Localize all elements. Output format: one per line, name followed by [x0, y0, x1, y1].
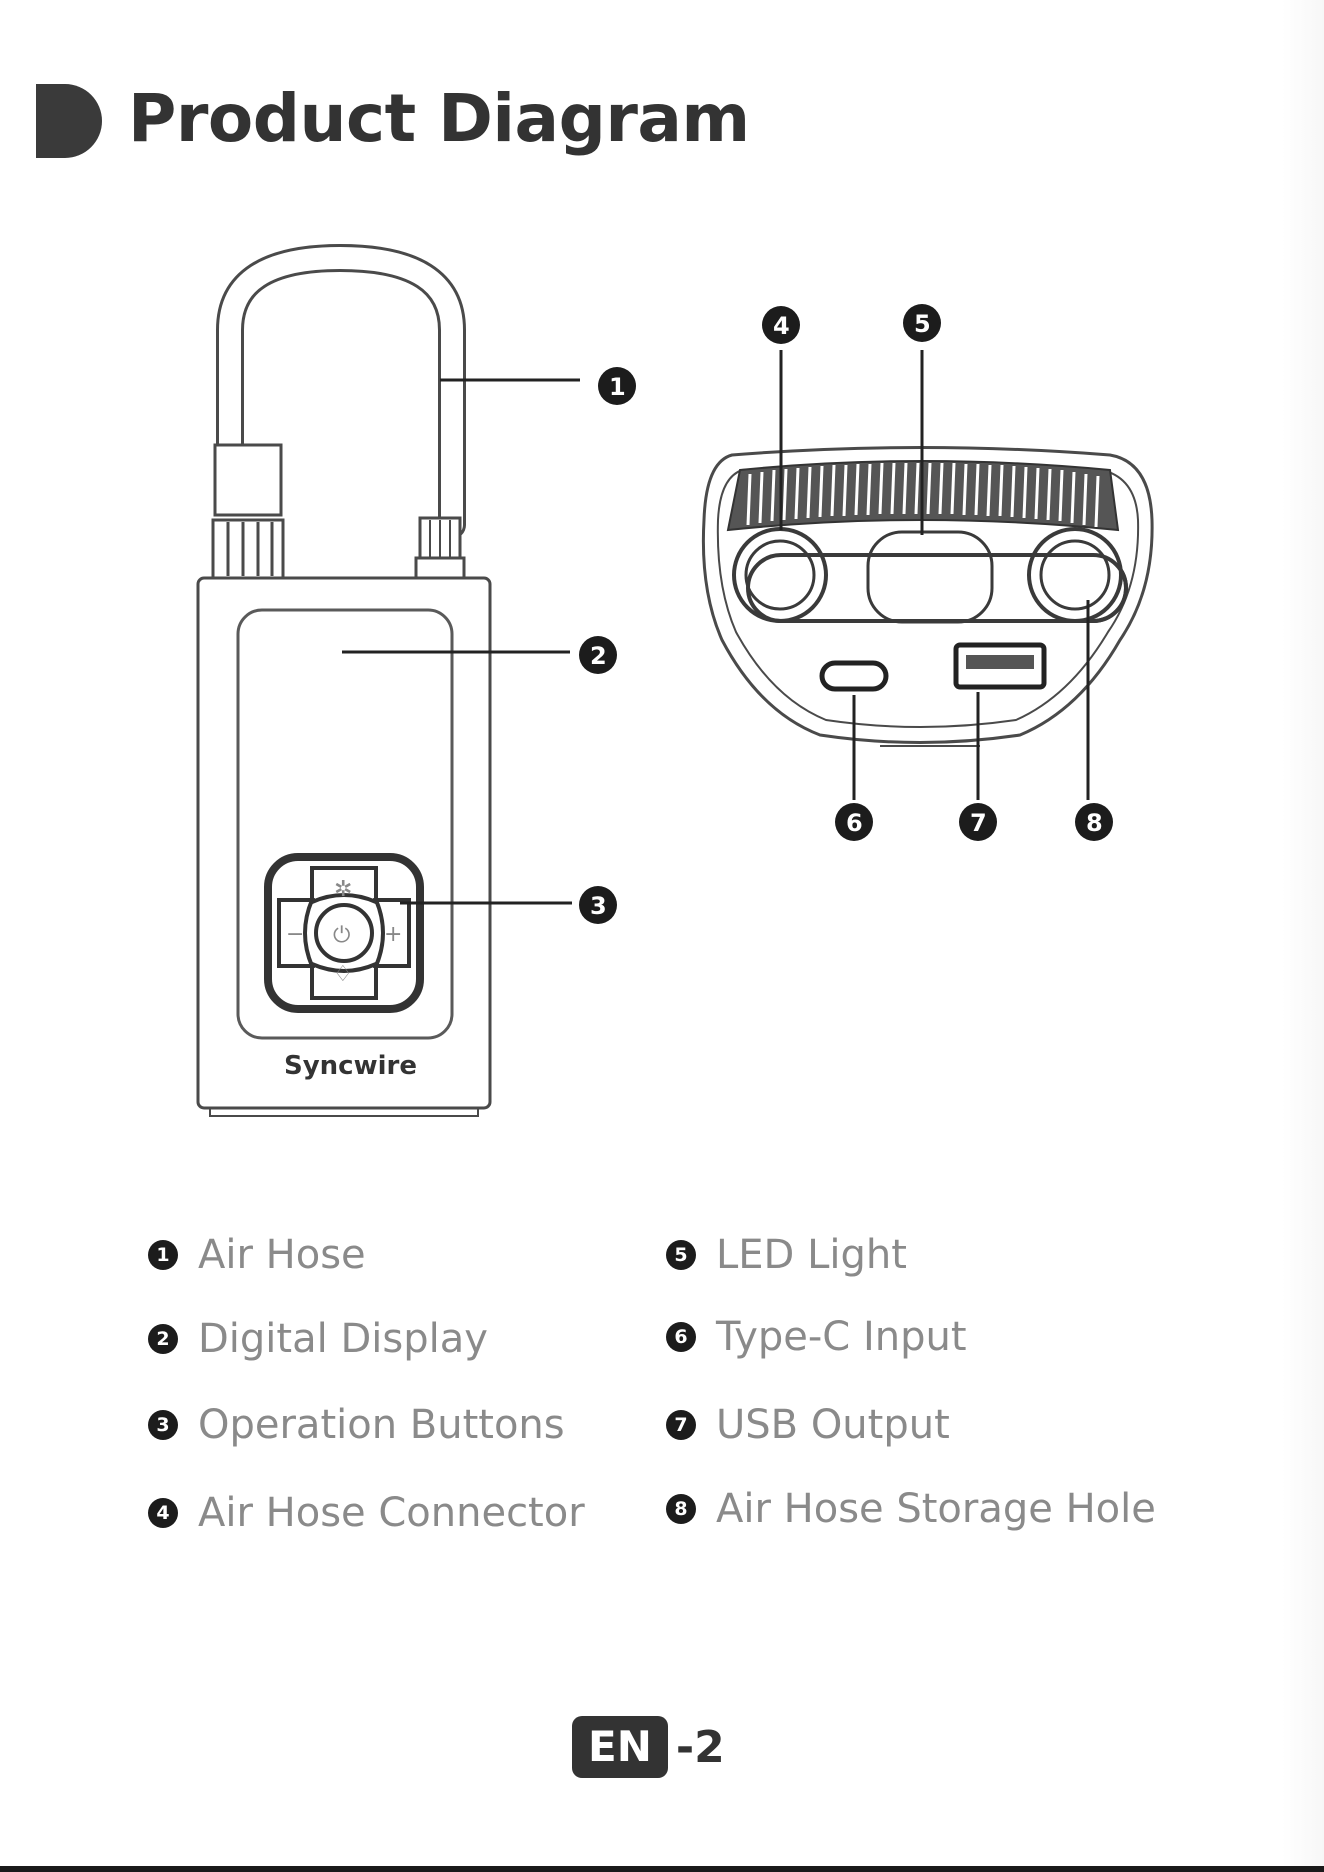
legend-number: 3	[148, 1410, 178, 1440]
brand-logo: Syncwire	[284, 1051, 417, 1081]
svg-text:2: 2	[590, 642, 607, 670]
minus-icon: −	[286, 922, 304, 947]
legend-item-type-c-input: 6 Type-C Input	[666, 1314, 967, 1360]
power-icon: ⏻	[333, 923, 350, 948]
legend-label: LED Light	[716, 1232, 907, 1278]
legend-item-led-light: 5 LED Light	[666, 1232, 907, 1278]
legend-label: Type-C Input	[716, 1314, 967, 1360]
svg-text:3: 3	[590, 892, 607, 920]
svg-text:7: 7	[970, 809, 987, 837]
air-hose-illustration	[213, 258, 464, 578]
page-number: -2	[676, 1722, 725, 1773]
legend-number: 5	[666, 1240, 696, 1270]
callout-3: 3	[579, 886, 617, 924]
light-icon: ✲	[334, 877, 352, 902]
callout-4: 4	[762, 306, 800, 344]
svg-text:5: 5	[914, 310, 931, 338]
page-footer: EN -2	[572, 1716, 725, 1778]
callout-2: 2	[579, 636, 617, 674]
callout-8: 8	[1075, 803, 1113, 841]
callout-1: 1	[598, 367, 636, 405]
legend-item-digital-display: 2 Digital Display	[148, 1316, 488, 1362]
legend-item-operation-buttons: 3 Operation Buttons	[148, 1402, 565, 1448]
legend-number: 8	[666, 1494, 696, 1524]
callout-5: 5	[903, 304, 941, 342]
bottom-rule	[0, 1866, 1324, 1872]
legend-label: Air Hose Storage Hole	[716, 1486, 1156, 1532]
mode-icon: ♢	[333, 962, 353, 987]
legend-number: 1	[148, 1240, 178, 1270]
led-light	[868, 532, 992, 622]
svg-text:1: 1	[609, 373, 626, 401]
top-view	[703, 448, 1152, 747]
legend-label: Digital Display	[198, 1316, 488, 1362]
legend-item-air-hose-connector: 4 Air Hose Connector	[148, 1490, 585, 1536]
operation-button-pad: ✲ ♢ − + ⏻	[268, 857, 420, 1009]
legend-label: Air Hose Connector	[198, 1490, 585, 1536]
legend-number: 7	[666, 1410, 696, 1440]
svg-text:4: 4	[773, 312, 790, 340]
callout-7: 7	[959, 803, 997, 841]
legend-number: 4	[148, 1498, 178, 1528]
legend-label: Operation Buttons	[198, 1402, 565, 1448]
svg-text:8: 8	[1086, 809, 1103, 837]
legend-item-air-hose: 1 Air Hose	[148, 1232, 366, 1278]
legend-number: 6	[666, 1322, 696, 1352]
legend-number: 2	[148, 1324, 178, 1354]
type-c-port	[822, 663, 886, 689]
svg-text:6: 6	[846, 809, 863, 837]
front-view: ✲ ♢ − + ⏻ Syncwire	[198, 258, 490, 1116]
legend-item-usb-output: 7 USB Output	[666, 1402, 950, 1448]
language-badge: EN	[572, 1716, 668, 1778]
legend-label: USB Output	[716, 1402, 950, 1448]
callout-6: 6	[835, 803, 873, 841]
legend-item-air-hose-storage-hole: 8 Air Hose Storage Hole	[666, 1486, 1156, 1532]
legend-label: Air Hose	[198, 1232, 366, 1278]
product-diagram: ✲ ♢ − + ⏻ Syncwire	[0, 0, 1324, 1180]
plus-icon: +	[384, 922, 402, 947]
